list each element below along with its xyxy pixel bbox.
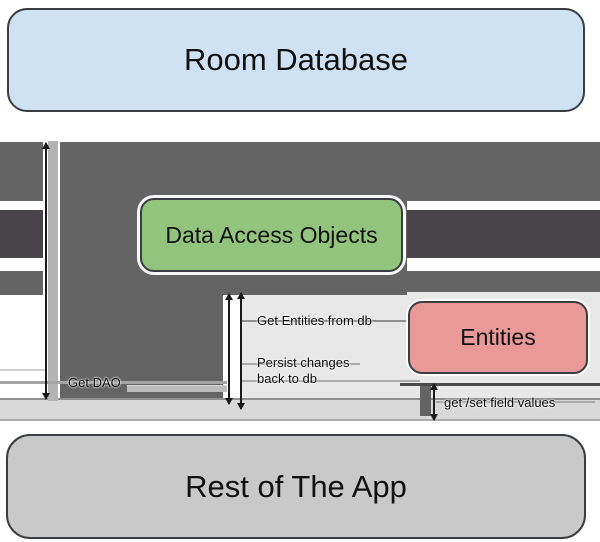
node-dao-label: Data Access Objects [165,221,378,248]
label-persist-changes: Persist changes back to db [257,355,350,386]
node-rest-of-app-label: Rest of The App [185,468,407,504]
node-data-access-objects: Data Access Objects [140,198,403,272]
gray-block-lower [60,295,223,398]
node-room-database: Room Database [7,8,585,112]
node-rest-of-app: Rest of The App [6,434,586,539]
get-dao-line [0,381,227,384]
label-get-entities-from-db: Get Entities from db [257,313,372,328]
label-get-dao: Get DAO [68,375,121,390]
get-entities-arrow [225,293,233,405]
get-entities-line [242,320,407,322]
left-edge-line [0,369,46,371]
persist-line-2 [242,380,420,382]
panel-bottom-edge [400,383,600,386]
bottom-band [0,398,600,421]
node-entities-label: Entities [460,324,536,350]
get-dao-line-tail [127,385,227,392]
get-set-line [436,401,595,403]
node-room-database-label: Room Database [183,42,408,77]
persist-line-1 [242,363,360,365]
entities-connector-bar [420,386,431,416]
get-dao-arrow [42,142,50,400]
label-get-set-field-values: get /set field values [444,395,556,410]
persist-changes-arrow [237,292,245,410]
node-entities: Entities [408,301,588,374]
get-set-arrow [430,383,438,421]
get-dao-strip [48,141,58,401]
